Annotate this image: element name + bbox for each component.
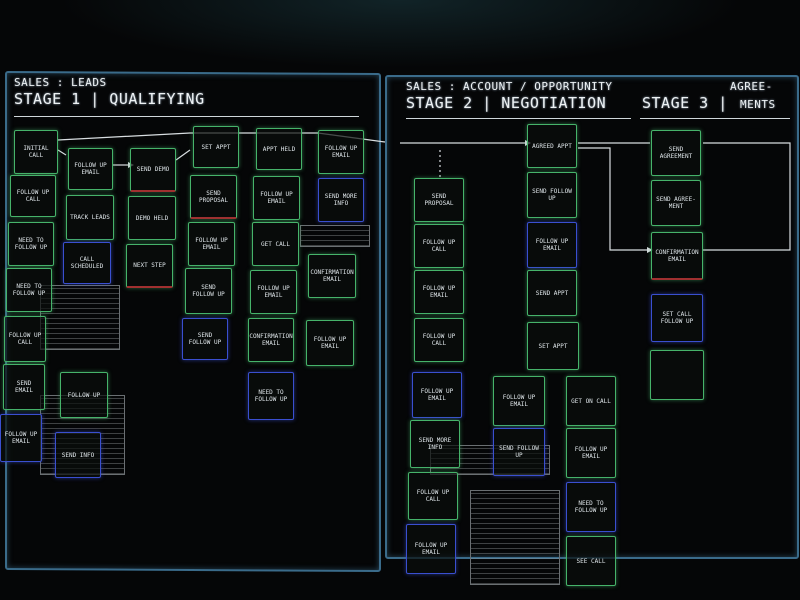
sticky-note: FOLLOW UP EMAIL [318, 130, 364, 174]
sticky-note: SEND DEMO [130, 148, 176, 192]
sticky-note: CALL SCHEDULED [63, 242, 111, 284]
sticky-note: SEND FOLLOW UP [527, 172, 577, 218]
sticky-note: SEE CALL [566, 536, 616, 586]
sticky-note: FOLLOW UP CALL [414, 224, 464, 268]
sticky-note: NEED TO FOLLOW UP [248, 372, 294, 420]
stage-3-underline [640, 118, 790, 119]
sticky-note: FOLLOW UP EMAIL [188, 222, 235, 266]
sticky-note: CONFIRMATION EMAIL [651, 232, 703, 280]
sticky-note: SEND APPT [527, 270, 577, 316]
sticky-note: FOLLOW UP CALL [10, 175, 56, 217]
sticky-note: FOLLOW UP EMAIL [253, 176, 300, 220]
sticky-note [650, 350, 704, 400]
sticky-note: INITIAL CALL [14, 130, 58, 174]
sticky-note: FOLLOW UP EMAIL [250, 270, 297, 314]
sticky-note: SET APPT [527, 322, 579, 370]
sticky-note: FOLLOW UP EMAIL [0, 414, 42, 462]
sticky-note: SEND FOLLOW UP [493, 428, 545, 476]
stage-3-suffix-top: AGREE- [730, 80, 773, 93]
sticky-note: SEND AGREE- MENT [651, 180, 701, 226]
sticky-note: CONFIRMATION EMAIL [248, 318, 294, 362]
stage-3-suffix-bottom: MENTS [740, 98, 776, 111]
sticky-note: DEMO HELD [128, 196, 176, 240]
sticky-note: FOLLOW UP CALL [4, 316, 46, 362]
sticky-note: GET CALL [252, 222, 299, 266]
stage-3-title: STAGE 3 | [642, 94, 728, 112]
sticky-note: SEND PROPOSAL [414, 178, 464, 222]
sticky-note: GET ON CALL [566, 376, 616, 426]
printed-sheet [300, 225, 370, 247]
sticky-note: CONFIRMATION EMAIL [308, 254, 356, 298]
sticky-note: TRACK LEADS [66, 195, 114, 240]
sticky-note: SET APPT [193, 126, 239, 168]
sticky-note: FOLLOW UP EMAIL [566, 428, 616, 478]
printed-sheet [40, 285, 120, 350]
sticky-note: AGREED APPT [527, 124, 577, 168]
sticky-note: FOLLOW UP EMAIL [412, 372, 462, 418]
background-glow [0, 0, 800, 80]
sticky-note: SEND FOLLOW UP [185, 268, 232, 314]
sticky-note: SEND AGREEMENT [651, 130, 701, 176]
printed-sheet [470, 490, 560, 585]
sticky-note: NEED TO FOLLOW UP [6, 268, 52, 312]
board-right-underline [406, 118, 631, 119]
sticky-note: FOLLOW UP EMAIL [414, 270, 464, 314]
sticky-note: FOLLOW UP EMAIL [68, 148, 113, 190]
sticky-note: SEND EMAIL [3, 364, 45, 410]
sticky-note: SET CALL FOLLOW UP [651, 294, 703, 342]
sticky-note: SEND INFO [55, 432, 101, 478]
sticky-note: FOLLOW UP [60, 372, 108, 418]
sticky-note: FOLLOW UP EMAIL [306, 320, 354, 366]
sticky-note: SEND MORE INFO [318, 178, 364, 222]
board-right-title: STAGE 2 | NEGOTIATION [406, 94, 607, 112]
sticky-note: FOLLOW UP EMAIL [527, 222, 577, 268]
sticky-note: FOLLOW UP EMAIL [493, 376, 545, 426]
sticky-note: FOLLOW UP CALL [414, 318, 464, 362]
sticky-note: APPT HELD [256, 128, 302, 170]
sticky-note: SEND PROPOSAL [190, 175, 237, 219]
sticky-note: FOLLOW UP CALL [408, 472, 458, 520]
board-right-subtitle: SALES : ACCOUNT / OPPORTUNITY [406, 80, 613, 93]
sticky-note: SEND MORE INFO [410, 420, 460, 468]
sticky-note: NEED TO FOLLOW UP [8, 222, 54, 266]
sticky-note: SEND FOLLOW UP [182, 318, 228, 360]
board-left-title: STAGE 1 | QUALIFYING [14, 90, 205, 108]
sticky-note: FOLLOW UP EMAIL [406, 524, 456, 574]
board-left-underline [14, 116, 359, 117]
sticky-note: NEXT STEP [126, 244, 173, 288]
board-left-subtitle: SALES : LEADS [14, 76, 107, 89]
sticky-note: NEED TO FOLLOW UP [566, 482, 616, 532]
